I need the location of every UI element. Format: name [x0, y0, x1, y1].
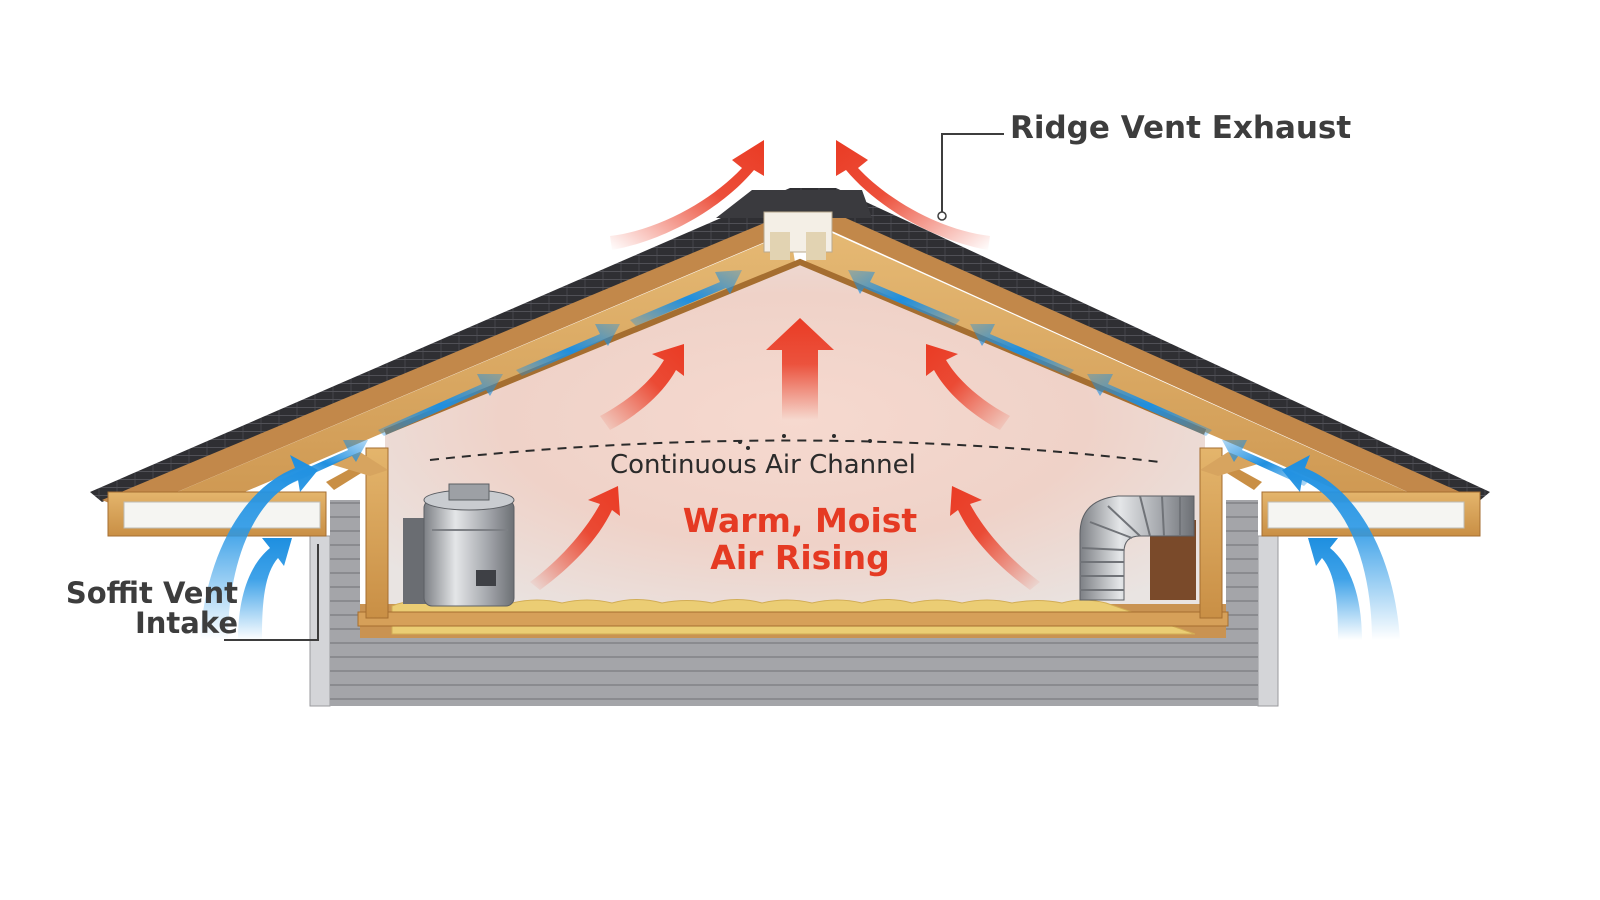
warm-moist-air-label: Warm, Moist Air Rising — [640, 501, 960, 577]
air-channel-line — [429, 439, 1161, 463]
warm-label-line2: Air Rising — [710, 537, 890, 577]
soffit-vent-intake-label: Soffit Vent Intake — [58, 578, 238, 639]
house-wall — [309, 500, 1279, 707]
soffit-label-line2: Intake — [134, 606, 238, 641]
warm-label-line1: Warm, Moist — [682, 501, 918, 540]
air-channel-dots — [738, 434, 872, 450]
roof-structure — [90, 188, 1490, 627]
red-arrow-icon — [530, 318, 1040, 590]
flex-duct-icon — [1079, 495, 1196, 601]
ridge-vent-exhaust-label: Ridge Vent Exhaust — [1010, 110, 1352, 146]
red-arrow-icon — [610, 140, 990, 250]
water-heater-icon — [403, 483, 515, 607]
ridge-label-leader — [937, 133, 1004, 221]
blue-arrow-icon — [280, 270, 742, 486]
soffit-label-line1: Soffit Vent — [65, 576, 238, 610]
continuous-air-channel-label: Continuous Air Channel — [610, 450, 916, 480]
soffit-label-leader — [224, 544, 319, 641]
blue-arrow-icon — [200, 455, 1400, 640]
